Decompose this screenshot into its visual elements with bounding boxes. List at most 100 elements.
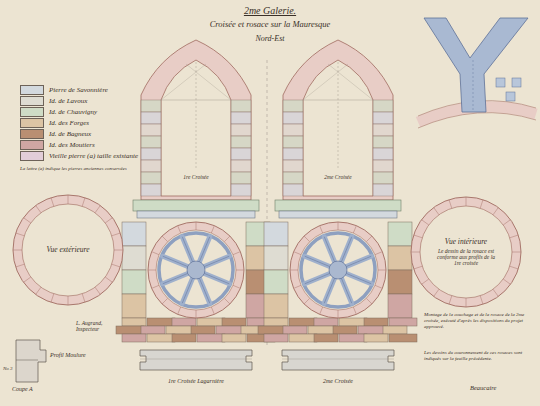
ring-joint <box>16 233 25 236</box>
stone-block <box>388 294 412 318</box>
stone-block <box>264 246 288 270</box>
legend-text: Id. des Forges <box>49 119 89 127</box>
jamb-stone <box>283 100 303 112</box>
ring-joint <box>162 298 168 304</box>
axis-line <box>196 62 197 168</box>
rosace-ring <box>290 222 386 318</box>
legend-row: Pierre de Savonnière <box>20 84 138 95</box>
profile-axis <box>140 359 252 360</box>
ring-joint <box>493 208 498 215</box>
ring-joint <box>353 226 356 233</box>
wheel-spoke <box>199 237 209 262</box>
jamb-stone <box>373 148 393 160</box>
wheel-spoke <box>163 256 188 266</box>
jamb-stone <box>231 100 251 112</box>
ring-joint <box>233 252 240 255</box>
ring-joint <box>503 279 510 284</box>
wheel-hub <box>187 261 205 279</box>
drawing-label: 1re Croisée <box>161 174 231 180</box>
ring-joint <box>95 287 100 294</box>
jamb-stone <box>373 160 393 172</box>
legend-swatch <box>20 151 44 161</box>
jamb-stone <box>373 100 393 112</box>
drawing-label: Coupe A <box>12 386 62 393</box>
stone-course <box>191 326 215 334</box>
ring-joint <box>480 200 483 209</box>
drawing-label: Nord-Est <box>240 34 300 43</box>
jamb-stone <box>283 172 303 184</box>
legend-swatch <box>20 118 44 128</box>
jamb-stone <box>283 124 303 136</box>
stone-course <box>314 334 338 342</box>
jamb-stone <box>141 172 161 184</box>
spoke-edge <box>199 278 209 303</box>
ring-joint <box>236 270 244 271</box>
ring-joint <box>466 197 467 206</box>
ring-joint <box>211 307 214 314</box>
ring-joint <box>320 307 323 314</box>
wheel-rim <box>301 233 375 307</box>
jamb-stone <box>231 112 251 124</box>
ring-joint <box>512 252 521 253</box>
jamb-stone <box>231 184 251 196</box>
legend-row: Id. des Forges <box>20 117 138 128</box>
ring-joint <box>112 264 121 267</box>
ring-text: Vue intérieureLe dessin de la rosace est… <box>433 237 499 268</box>
jamb-stone <box>231 148 251 160</box>
ring-joint <box>434 289 439 296</box>
ring-view: Vue intérieureLe dessin de la rosace est… <box>410 196 522 308</box>
stone-course <box>147 318 175 326</box>
ring-joint <box>105 277 112 282</box>
rosace-field <box>156 230 236 310</box>
ring-text: Vue extérieure <box>35 245 101 256</box>
ring-joint <box>105 218 112 223</box>
drawing-label: No 3 <box>3 366 23 372</box>
sheet-title: 2me Galerie. <box>0 5 540 17</box>
construction-line <box>328 64 373 100</box>
legend-text: Vieille pierre (a) taille existante <box>49 152 138 160</box>
ring-joint <box>493 289 498 296</box>
jamb-stone <box>283 160 303 172</box>
jamb-stone <box>373 184 393 196</box>
ring-joint <box>503 220 510 225</box>
spoke-edge <box>204 256 229 266</box>
stone-course <box>222 334 246 342</box>
ring-joint <box>162 236 168 242</box>
stone-course <box>197 318 225 326</box>
ring-joint <box>178 226 181 233</box>
stone-course <box>264 334 288 342</box>
stone-block <box>122 246 146 270</box>
ring-joint <box>224 236 230 242</box>
drawing-label: Beaucaire <box>470 384 530 391</box>
jamb-stone <box>231 136 251 148</box>
legend-text: Id. des Moutiers <box>49 141 95 149</box>
vault-rib <box>424 18 528 112</box>
stone-course <box>216 326 244 334</box>
ring-joint <box>449 200 452 209</box>
ring-joint <box>290 270 298 271</box>
stone-block <box>264 270 288 294</box>
jamb-stone <box>231 172 251 184</box>
stone-course <box>141 326 165 334</box>
stone-block <box>122 222 146 246</box>
ring-joint <box>36 206 41 213</box>
legend-row: Id. de Lavoux <box>20 95 138 106</box>
stone-course <box>264 318 288 326</box>
ring-joint <box>196 222 197 230</box>
jamb-stone <box>141 160 161 172</box>
ring-joint <box>211 226 214 233</box>
jamb-stone <box>373 172 393 184</box>
spoke-edge <box>341 278 351 303</box>
jamb-stone <box>141 148 161 160</box>
window-arch <box>283 40 393 200</box>
ring-joint <box>233 285 240 288</box>
ring-joint <box>148 270 156 271</box>
spoke-edge <box>324 237 334 262</box>
spring-line <box>303 100 373 101</box>
ring-joint <box>82 198 85 207</box>
ring-joint <box>112 233 121 236</box>
legend: Pierre de SavonnièreId. de LavouxId. de … <box>20 84 138 161</box>
moulding-profile <box>140 350 252 370</box>
wheel-spoke <box>324 278 334 303</box>
